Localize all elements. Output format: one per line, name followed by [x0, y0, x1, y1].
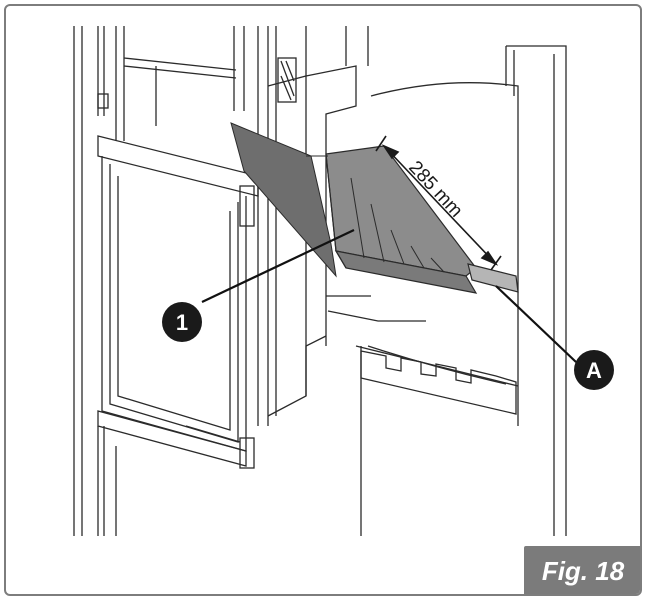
support-bracket	[467, 263, 519, 293]
leader-line-a	[495, 285, 577, 363]
figure-label: Fig. 18	[524, 546, 640, 594]
callout-1-label: 1	[176, 310, 188, 335]
left-side-panel	[73, 26, 117, 536]
baffle-deflector	[230, 122, 478, 294]
figure-frame: 285 mm 1 A Fig. 18	[4, 4, 642, 596]
leader-line-1	[201, 229, 355, 303]
door-panel	[97, 135, 259, 469]
dimension-line	[375, 135, 502, 271]
callout-1: 1	[162, 302, 202, 342]
callout-a-label: A	[586, 358, 602, 383]
right-side-panel	[355, 45, 567, 536]
upper-frame	[115, 26, 297, 426]
stove-assembly-illustration: 285 mm 1 A	[73, 26, 614, 536]
lower-plate	[360, 350, 517, 415]
callout-a: A	[574, 350, 614, 390]
